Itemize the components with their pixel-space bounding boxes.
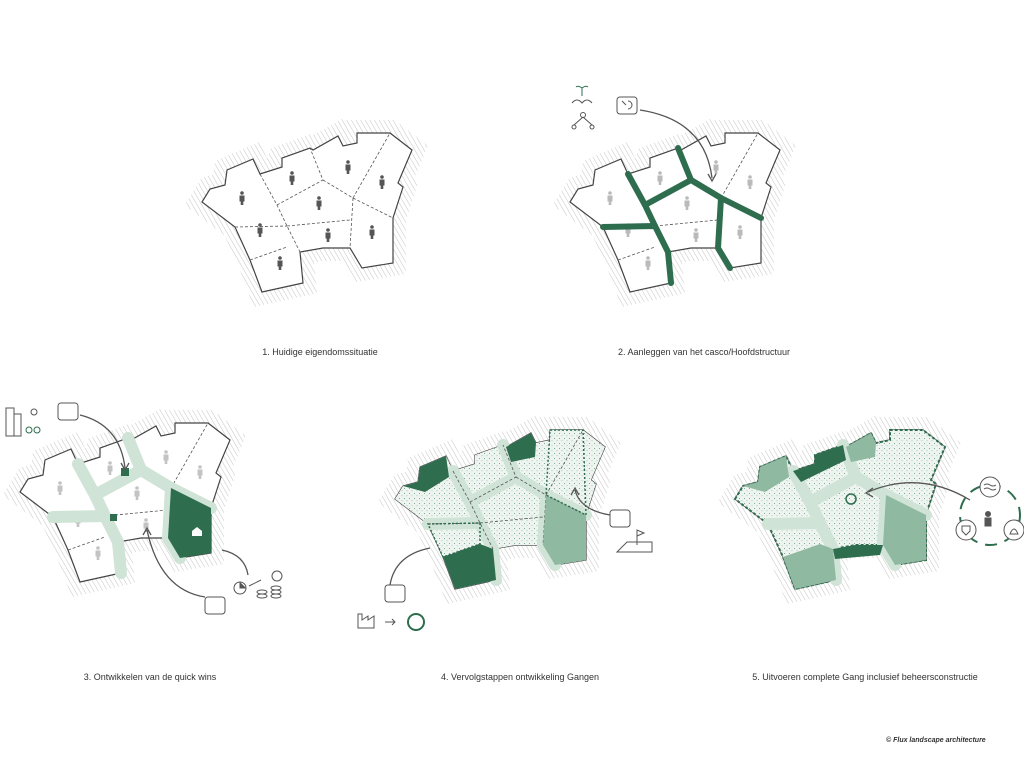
panel-1-map <box>202 133 412 292</box>
caption-2: 2. Aanleggen van het casco/Hoofdstructuu… <box>617 347 791 357</box>
caption-3: 3. Ontwikkelen van de quick wins <box>83 672 217 682</box>
revenue-icon <box>233 570 283 599</box>
panel-4-icons <box>357 486 653 631</box>
land-flag-icon <box>615 529 653 553</box>
panel-3-map <box>20 423 230 582</box>
factory-recycle-icon <box>357 613 425 631</box>
hand-tap-icon <box>384 584 406 603</box>
hand-tap-icon <box>57 402 79 421</box>
panel-5-icons <box>864 476 1024 546</box>
panel-2-icons <box>571 85 717 183</box>
hand-tap-icon <box>609 509 631 528</box>
partnership-icon <box>571 85 595 130</box>
city-icon <box>5 407 41 437</box>
arrow <box>639 109 713 179</box>
hand-tap-icon <box>204 596 226 615</box>
caption-1: 1. Huidige eigendomssituatie <box>262 347 378 357</box>
panel-3-icons <box>5 402 283 615</box>
caption-5: 5. Uitvoeren complete Gang inclusief beh… <box>752 672 978 682</box>
management-cycle-icon <box>955 476 1024 546</box>
caption-4: 4. Vervolgstappen ontwikkeling Gangen <box>440 672 600 682</box>
panel-2-map <box>570 133 780 292</box>
copyright: © Flux landscape architecture <box>886 737 986 744</box>
panel-4-map <box>395 430 605 589</box>
hand-tap-icon <box>616 96 638 115</box>
panel-5-map <box>735 430 945 589</box>
